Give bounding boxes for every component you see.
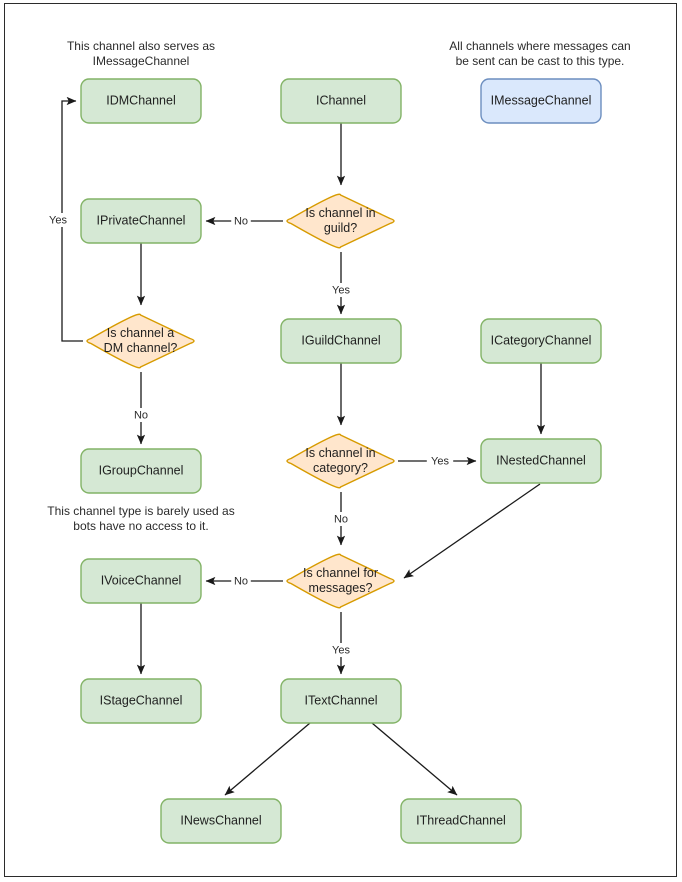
edge-line bbox=[403, 483, 541, 579]
node-shape bbox=[80, 198, 202, 244]
node-label: Is channel in bbox=[305, 446, 375, 460]
node-istagechannel[interactable]: IStageChannel bbox=[80, 678, 202, 724]
node-label: IGroupChannel bbox=[99, 463, 184, 477]
node-label: INewsChannel bbox=[180, 813, 261, 827]
decision-shape bbox=[286, 433, 395, 489]
annotation-line: This channel also serves as bbox=[67, 39, 215, 53]
node-shape bbox=[280, 318, 402, 364]
node-label: IDMChannel bbox=[106, 93, 175, 107]
node-shape bbox=[400, 798, 522, 844]
node-label: IVoiceChannel bbox=[101, 573, 182, 587]
edge-label-backdrop bbox=[131, 408, 151, 422]
node-label: guild? bbox=[324, 221, 357, 235]
node-label: category? bbox=[313, 461, 368, 475]
node-shape bbox=[280, 78, 402, 124]
edge-label-backdrop bbox=[231, 214, 251, 228]
notes-layer: This channel also serves asIMessageChann… bbox=[47, 39, 630, 533]
node-iguildchannel[interactable]: IGuildChannel bbox=[280, 318, 402, 364]
node-label: IChannel bbox=[316, 93, 366, 107]
edge-label-backdrop bbox=[327, 283, 355, 297]
edge-line bbox=[224, 722, 311, 796]
edge-label: No bbox=[234, 575, 248, 587]
node-shape bbox=[80, 678, 202, 724]
node-label: IMessageChannel bbox=[491, 93, 592, 107]
node-ivoicechannel[interactable]: IVoiceChannel bbox=[80, 558, 202, 604]
node-label: ITextChannel bbox=[305, 693, 378, 707]
edge-e-text-news bbox=[224, 722, 311, 796]
annotation-line: be sent can be cast to this type. bbox=[456, 54, 625, 68]
annotation-note-dm: This channel also serves asIMessageChann… bbox=[67, 39, 215, 68]
nodes-layer: IDMChannel IChannel IMessageChannelIPrivat… bbox=[80, 78, 602, 844]
node-icategorychannel[interactable]: ICategoryChannel bbox=[480, 318, 602, 364]
node-iprivatechannel[interactable]: IPrivateChannel bbox=[80, 198, 202, 244]
edge-label: No bbox=[234, 215, 248, 227]
node-shape bbox=[280, 678, 402, 724]
edge-label: No bbox=[334, 513, 348, 525]
edge-label: Yes bbox=[431, 455, 449, 467]
edge-e-category-messages: No bbox=[331, 492, 351, 546]
node-label: IThreadChannel bbox=[416, 813, 506, 827]
node-label: IStageChannel bbox=[100, 693, 183, 707]
edge-e-guild-guildchannel: Yes bbox=[327, 252, 355, 315]
node-shape bbox=[480, 78, 602, 124]
node-label: ICategoryChannel bbox=[491, 333, 592, 347]
edge-label-backdrop bbox=[44, 213, 72, 227]
node-shape bbox=[80, 558, 202, 604]
edge-label: Yes bbox=[332, 644, 350, 656]
node-label: Is channel for bbox=[303, 566, 378, 580]
edge-label-backdrop bbox=[426, 454, 454, 468]
edge-e-cat-nested: Yes bbox=[398, 454, 477, 468]
edge-label-backdrop bbox=[327, 643, 355, 657]
node-label: IGuildChannel bbox=[301, 333, 380, 347]
node-inestedchannel[interactable]: INestedChannel bbox=[480, 438, 602, 484]
edge-e-messages-voice: No bbox=[205, 574, 283, 588]
edge-e-nested-messages bbox=[403, 483, 541, 579]
node-imessagechannel[interactable]: IMessageChannel bbox=[480, 78, 602, 124]
edge-e-dm-idm: Yes bbox=[44, 96, 83, 342]
annotation-line: IMessageChannel bbox=[93, 54, 190, 68]
edge-label: Yes bbox=[332, 284, 350, 296]
node-label: messages? bbox=[309, 581, 373, 595]
node-d-dm[interactable]: Is channel aDM channel? bbox=[86, 313, 195, 369]
edge-line bbox=[371, 722, 458, 796]
node-itextchannel[interactable]: ITextChannel bbox=[280, 678, 402, 724]
edge-label: Yes bbox=[49, 214, 67, 226]
node-inewschannel[interactable]: INewsChannel bbox=[160, 798, 282, 844]
node-label: Is channel in bbox=[305, 206, 375, 220]
node-label: INestedChannel bbox=[496, 453, 586, 467]
node-label: Is channel a bbox=[107, 326, 174, 340]
node-label: IPrivateChannel bbox=[97, 213, 186, 227]
node-igroupchannel[interactable]: IGroupChannel bbox=[80, 448, 202, 494]
node-ithreadchannel[interactable]: IThreadChannel bbox=[400, 798, 522, 844]
node-shape bbox=[80, 78, 202, 124]
node-shape bbox=[480, 318, 602, 364]
annotation-line: bots have no access to it. bbox=[73, 519, 208, 533]
node-ichannel[interactable]: IChannel bbox=[280, 78, 402, 124]
node-label: DM channel? bbox=[104, 341, 178, 355]
node-shape bbox=[160, 798, 282, 844]
edge-label-backdrop bbox=[331, 512, 351, 526]
edge-e-messages-text: Yes bbox=[327, 612, 355, 675]
annotation-line: All channels where messages can bbox=[449, 39, 630, 53]
decision-shape bbox=[86, 313, 195, 369]
decision-shape bbox=[286, 553, 395, 609]
annotation-note-group: This channel type is barely used asbots … bbox=[47, 504, 234, 533]
annotation-line: This channel type is barely used as bbox=[47, 504, 234, 518]
node-idmchannel[interactable]: IDMChannel bbox=[80, 78, 202, 124]
edge-label: No bbox=[134, 409, 148, 421]
node-shape bbox=[480, 438, 602, 484]
edge-e-dm-group: No bbox=[131, 372, 151, 445]
edge-label-backdrop bbox=[231, 574, 251, 588]
node-shape bbox=[80, 448, 202, 494]
edge-e-text-thread bbox=[371, 722, 458, 796]
edge-e-guild-private: No bbox=[205, 214, 283, 228]
decision-shape bbox=[286, 193, 395, 249]
